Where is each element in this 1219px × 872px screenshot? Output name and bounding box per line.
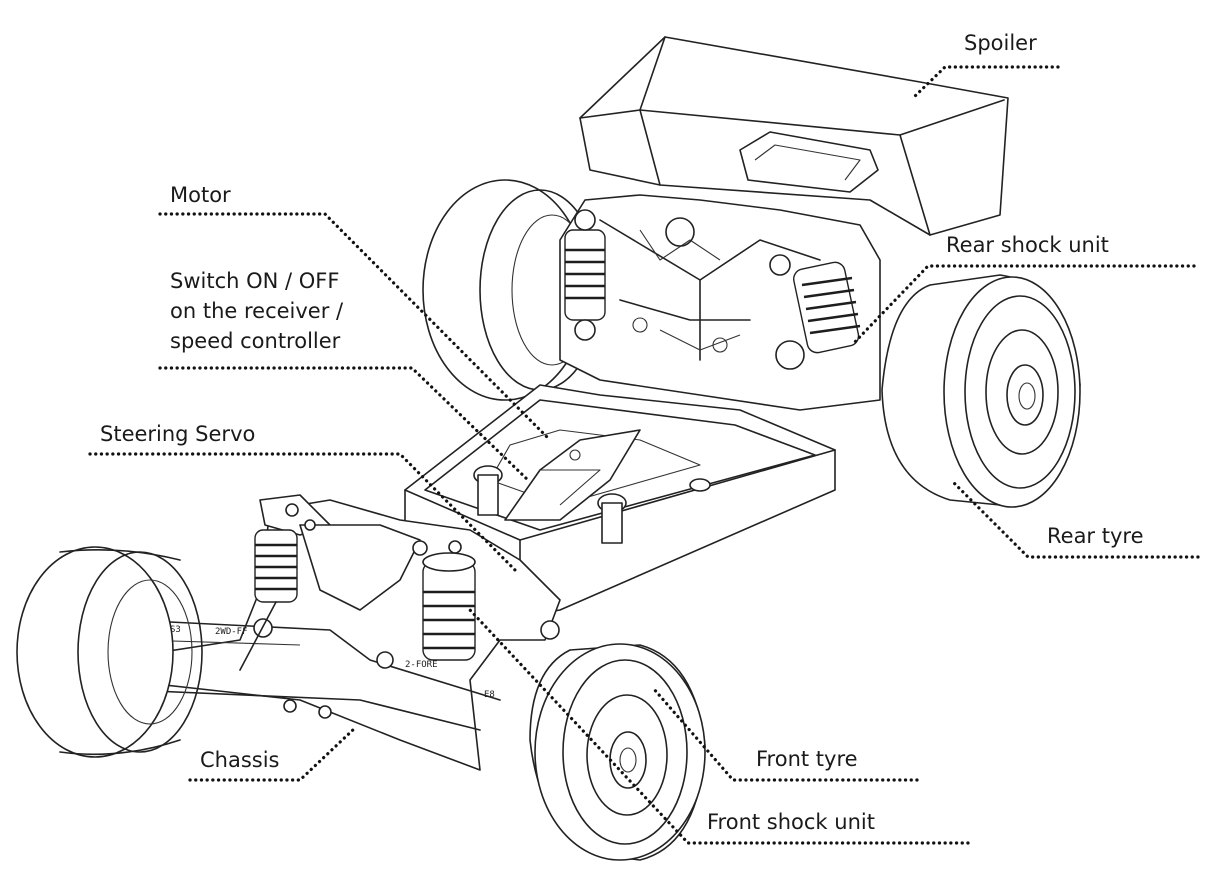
label-front-shock: Front shock unit — [707, 810, 875, 834]
arm-marking-s3: S3 — [170, 625, 181, 635]
rear-right-tyre — [881, 274, 1081, 508]
spoiler-wing — [579, 36, 1009, 236]
arm-marking-2wd: 2WD-FF — [215, 627, 248, 637]
leader-switch — [158, 366, 532, 484]
leader-front-tyre — [651, 686, 919, 782]
front-right-tyre — [529, 643, 706, 861]
label-rear-shock: Rear shock unit — [946, 233, 1109, 257]
label-chassis: Chassis — [200, 748, 280, 772]
label-steering-servo: Steering Servo — [100, 422, 256, 446]
front-left-tyre — [16, 546, 203, 758]
rear-shock-left — [564, 209, 606, 341]
label-motor: Motor — [170, 183, 231, 207]
label-front-tyre: Front tyre — [756, 747, 858, 771]
arm-marking-e8: E8 — [484, 690, 495, 700]
leader-rear-tyre — [951, 480, 1200, 559]
leader-motor — [158, 212, 550, 440]
rear-gearbox — [559, 194, 881, 411]
rear-shock-right — [769, 254, 861, 354]
front-shock-right — [422, 552, 476, 661]
front-shock-left — [239, 529, 298, 671]
leader-chassis — [188, 725, 358, 782]
leader-spoiler — [911, 65, 1060, 100]
leader-steering-servo — [88, 452, 517, 572]
label-rear-tyre: Rear tyre — [1047, 524, 1144, 548]
leader-lines — [88, 65, 1200, 845]
chassis-posts — [473, 449, 711, 544]
label-spoiler: Spoiler — [964, 31, 1037, 55]
label-switch: Switch ON / OFF on the receiver / speed … — [170, 269, 344, 353]
leader-front-shock — [468, 608, 970, 845]
arm-marking-fore: 2-FORE — [405, 660, 438, 670]
